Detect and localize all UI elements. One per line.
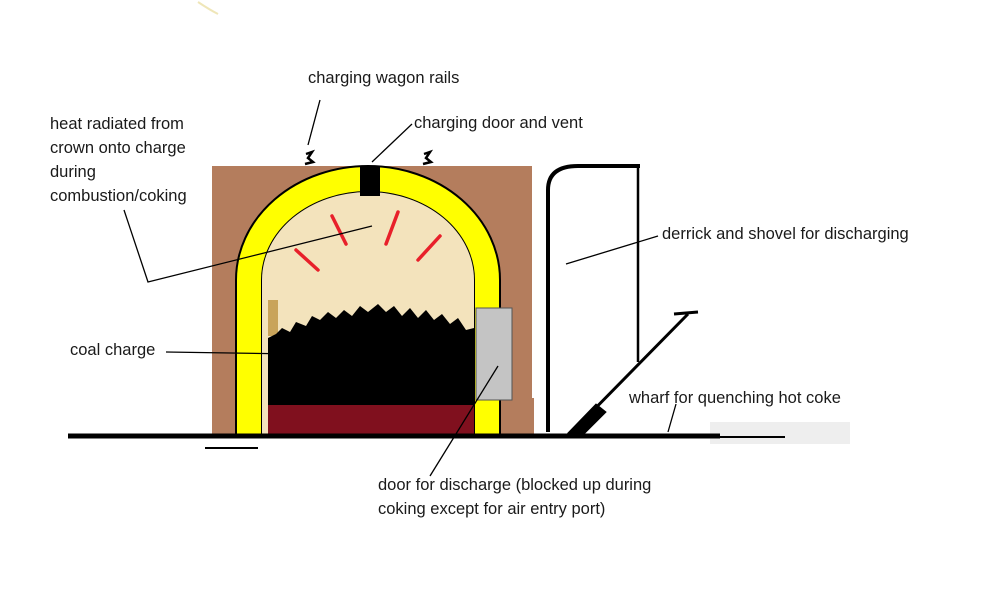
discharge-door [475, 307, 513, 401]
label-charging-door-vent: charging door and vent [414, 114, 583, 132]
shovel-blade [566, 403, 607, 435]
heat-ray [384, 210, 400, 246]
leader-heat [123, 209, 373, 283]
charging-door-vent [360, 166, 380, 196]
heat-ray [294, 248, 320, 272]
coal-charge [268, 304, 474, 405]
label-derrick-shovel: derrick and shovel for discharging [662, 225, 909, 243]
label-heat-radiated: heat radiated from crown onto charge dur… [50, 115, 187, 205]
coke-base-layer [268, 405, 474, 436]
leader-rails [307, 99, 321, 146]
leader-lines [123, 99, 677, 477]
leader-derrick [565, 235, 659, 265]
leader-discharge [429, 365, 499, 477]
heat-ray [416, 234, 442, 262]
shovel-grip [673, 310, 699, 316]
leader-coal [165, 351, 297, 355]
smudge-mark [710, 422, 850, 444]
label-coal-charge: coal charge [70, 341, 156, 359]
heat-ray [330, 214, 348, 246]
derrick-arm [546, 164, 640, 432]
leader-wharf [667, 403, 677, 433]
derrick [546, 164, 640, 432]
lining-tint [268, 300, 278, 336]
front-brick-step [510, 398, 534, 434]
rail-marker [304, 149, 316, 166]
label-discharge-door: door for discharge (blocked up during co… [378, 476, 652, 518]
leader-door-vent [371, 123, 413, 163]
label-charging-wagon-rails: charging wagon rails [308, 69, 460, 87]
label-wharf: wharf for quenching hot coke [629, 389, 841, 407]
oven-interior [262, 192, 474, 436]
wagon-rails [304, 149, 434, 166]
rail-marker [422, 149, 434, 166]
stray-mark [197, 1, 219, 15]
heat-rays [294, 210, 442, 272]
shovel [566, 310, 699, 435]
